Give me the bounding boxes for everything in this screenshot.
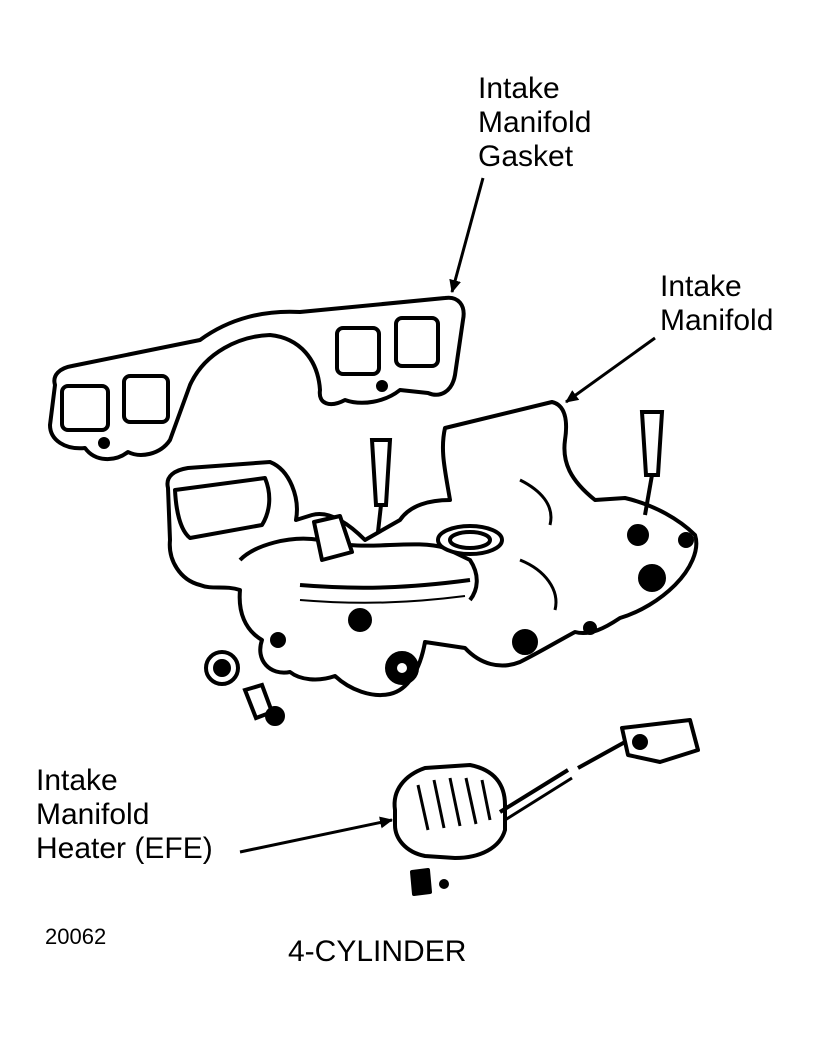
intake-manifold-heater [392, 718, 700, 896]
manifold-label: Intake Manifold [660, 270, 773, 338]
gasket-label-line-3: Gasket [478, 140, 574, 173]
figure-number: 20062 [45, 924, 107, 949]
heater-label-line-2: Manifold [36, 798, 150, 831]
manifold-label-line-2: Manifold [660, 304, 774, 337]
heater-leader-arrow [239, 816, 393, 854]
heater-label-line-3: Heater (EFE) [36, 832, 213, 865]
heater-label: Intake Manifold Heater (EFE) [36, 764, 213, 866]
manifold-leader-arrow [565, 336, 656, 404]
leader-arrows [239, 177, 656, 854]
heater-label-line-1: Intake [36, 764, 118, 797]
intake-manifold [165, 400, 699, 697]
gasket-label: Intake Manifold Gasket [478, 72, 591, 174]
intake-manifold-gasket [48, 295, 466, 461]
gasket-leader-arrow [449, 177, 485, 293]
gasket-label-line-2: Manifold [478, 106, 592, 139]
manifold-studs [369, 410, 665, 533]
figure-caption: 4-CYLINDER [288, 935, 467, 968]
gasket-label-line-1: Intake [478, 72, 560, 105]
washer-and-bolt [204, 650, 285, 726]
manifold-label-line-1: Intake [660, 270, 742, 303]
